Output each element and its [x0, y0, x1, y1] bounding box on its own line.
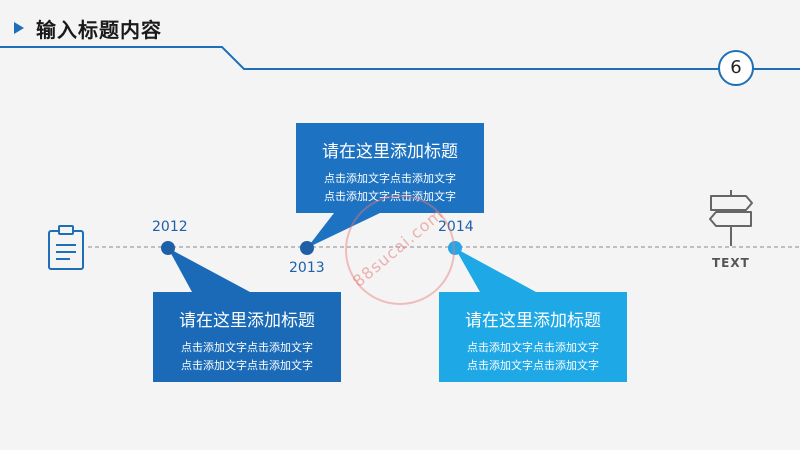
card-text-line: 点击添加文字点击添加文字	[467, 341, 599, 354]
timeline-card-2012[interactable]: 请在这里添加标题 点击添加文字点击添加文字 点击添加文字点击添加文字	[153, 292, 341, 382]
watermark-stamp	[345, 195, 455, 305]
callout-pointer-2012	[168, 248, 250, 292]
callout-pointer-2014	[455, 248, 536, 292]
card-title: 请在这里添加标题	[322, 142, 458, 162]
header-rule	[0, 46, 800, 70]
timeline-dot-2012	[161, 241, 175, 255]
page-number: 6	[718, 50, 754, 86]
card-title: 请在这里添加标题	[179, 311, 315, 331]
signpost-label: TEXT	[712, 256, 750, 270]
page-title: 输入标题内容	[36, 18, 162, 42]
card-text-line: 点击添加文字点击添加文字	[324, 172, 456, 185]
play-arrow-icon	[14, 22, 24, 34]
timeline-dot-2013	[300, 241, 314, 255]
timeline-card-2014[interactable]: 请在这里添加标题 点击添加文字点击添加文字 点击添加文字点击添加文字	[439, 292, 627, 382]
clipboard-icon	[48, 225, 84, 270]
card-title: 请在这里添加标题	[465, 311, 601, 331]
card-text-line: 点击添加文字点击添加文字	[181, 359, 313, 372]
year-2012: 2012	[152, 219, 188, 235]
signpost-icon	[709, 190, 753, 246]
card-text-line: 点击添加文字点击添加文字	[467, 359, 599, 372]
year-2013: 2013	[289, 260, 325, 276]
card-text-line: 点击添加文字点击添加文字	[181, 341, 313, 354]
